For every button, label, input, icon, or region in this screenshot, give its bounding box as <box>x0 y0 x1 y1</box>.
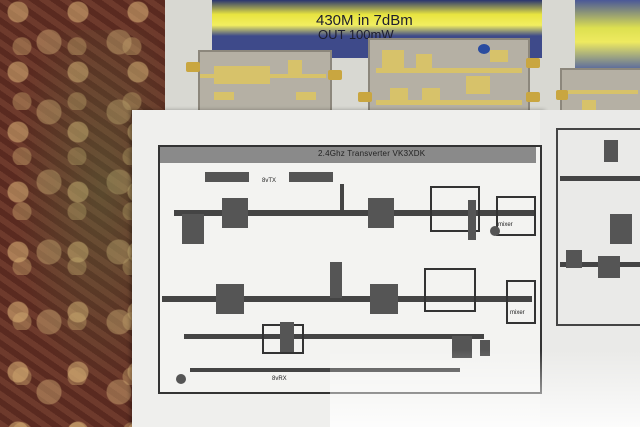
spectrum-photo-right <box>575 0 640 70</box>
blue-capacitor <box>478 44 490 54</box>
spectrum-trace <box>212 0 542 36</box>
label-tx: 8vTX <box>262 178 277 184</box>
filter-pcb <box>198 50 332 114</box>
sma-connector <box>328 70 342 80</box>
spectrum-caption: 430M in 7dBm <box>316 12 413 29</box>
schematic-header-bar <box>160 147 536 163</box>
sma-connector <box>526 58 540 68</box>
label-rx: 8vRX <box>272 376 287 382</box>
sma-connector <box>358 92 372 102</box>
plastic-sleeve-glare <box>330 350 640 427</box>
sma-connector <box>186 62 200 72</box>
meander-filter-trace <box>214 66 270 84</box>
label-mixer-top: mixer <box>498 222 513 228</box>
sma-connector <box>526 92 540 102</box>
schematic-title: 2.4Ghz Transverter VK3XDK <box>318 149 426 158</box>
sma-connector <box>556 90 568 100</box>
label-mixer-bottom: mixer <box>510 310 525 316</box>
